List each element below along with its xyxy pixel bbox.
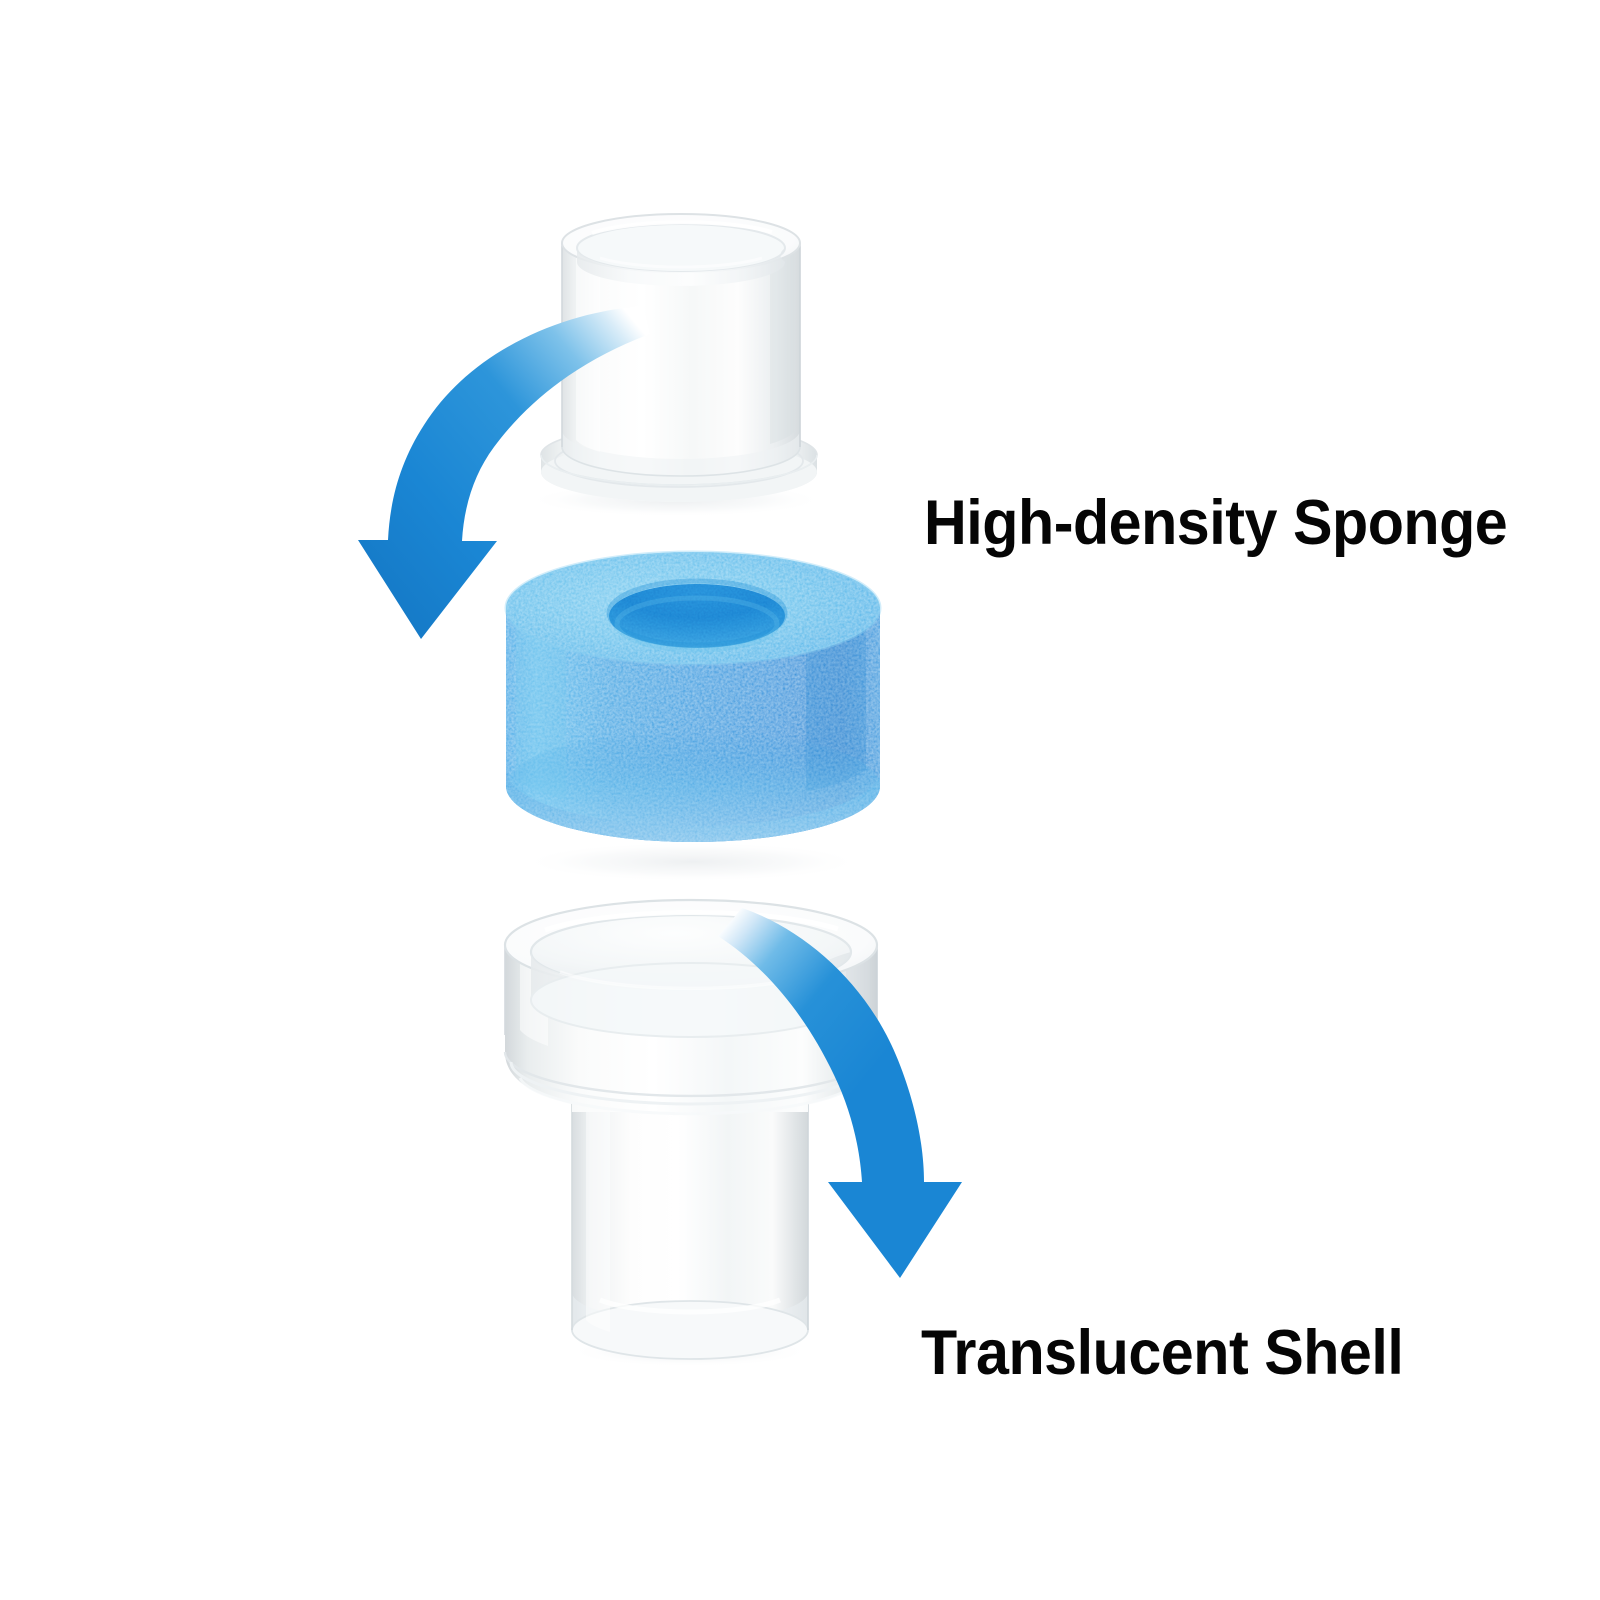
top-cap-rim bbox=[561, 213, 801, 286]
label-high-density-sponge: High-density Sponge bbox=[924, 488, 1508, 558]
label-translucent-shell: Translucent Shell bbox=[921, 1318, 1404, 1388]
top-cap-body bbox=[561, 243, 801, 477]
sponge-part bbox=[504, 550, 882, 842]
top-cap-part bbox=[540, 213, 818, 502]
shell-stem bbox=[571, 1100, 809, 1360]
assembly-arrow-top bbox=[358, 306, 650, 639]
assembly-arrow-bottom bbox=[718, 908, 962, 1278]
